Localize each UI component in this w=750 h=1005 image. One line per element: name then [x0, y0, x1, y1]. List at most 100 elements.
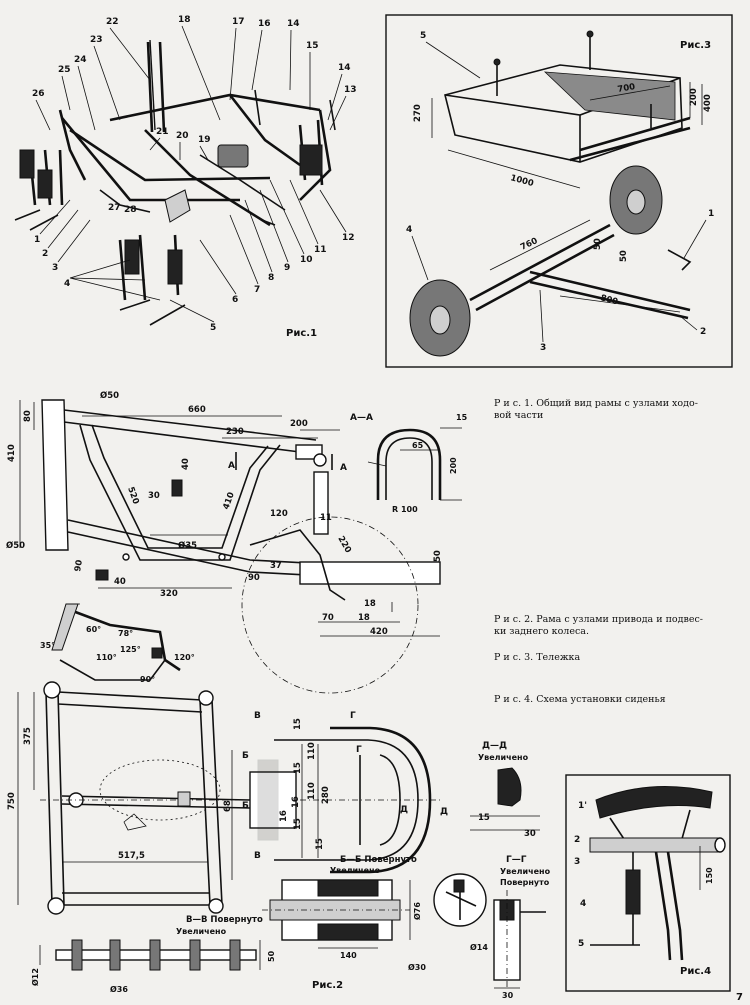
fig2-dim: 410: [221, 491, 236, 511]
section-aa-title: А—А: [350, 413, 373, 423]
plan-dim: 15: [315, 838, 325, 850]
fig2-frame-elevation: Ø50 660 200 230 80 410 40 30 520 410 Ø50…: [6, 390, 443, 694]
cut-mark-d: Д: [440, 807, 448, 817]
angle-label: 78°: [118, 629, 133, 638]
section-aa-dim: 65: [412, 441, 424, 450]
fig1-callout: 7: [254, 285, 260, 295]
fig2-dim: 18: [364, 599, 376, 609]
fig2-dim: 320: [160, 589, 178, 599]
fig1-callout: 2: [42, 249, 48, 259]
section-gg-dim: 30: [502, 991, 514, 1000]
fig2-dim: 520: [125, 486, 140, 506]
section-gg-sub2: Повернуто: [500, 878, 550, 887]
fig2-dim: 40: [181, 458, 191, 470]
fig3-dim: 50: [593, 238, 603, 250]
fig1-callout: 25: [58, 65, 71, 75]
section-bb-dim: 140: [340, 951, 357, 960]
fig1-label: Рис.1: [286, 328, 317, 339]
fig4-callout: 4: [580, 899, 586, 909]
fig1-callout: 28: [124, 205, 137, 215]
section-aa-dim: 200: [449, 457, 458, 474]
fig1-callout: 10: [300, 255, 313, 265]
fig1-callout: 8: [268, 273, 274, 283]
fig2-seat-angle-detail: 35° 60° 78° 110° 125° 120° 90°: [40, 603, 195, 684]
fig2-dim: 660: [188, 405, 206, 415]
fig2-dim: 50: [433, 550, 443, 562]
angle-label: 125°: [120, 645, 141, 654]
fig1-callout: 22: [106, 17, 119, 27]
caption-fig2-line1: Р и с. 2. Рама с узлами привода и подвес…: [494, 614, 703, 625]
plan-dim: 280: [321, 786, 331, 804]
cut-mark-v: В: [254, 711, 261, 721]
fig1-callout: 12: [342, 233, 355, 243]
fig2-label: Рис.2: [312, 980, 343, 991]
fig2-dim: 220: [335, 535, 353, 555]
cut-mark-v: В: [254, 851, 261, 861]
fig2-dim: Ø50: [100, 390, 119, 401]
fig1-callout: 6: [232, 295, 238, 305]
fig2-dim: 120: [270, 509, 288, 519]
plan-dim: 15: [293, 718, 303, 730]
section-vv-dim: Ø12: [30, 968, 40, 986]
section-bb-dim: Ø76: [412, 902, 422, 920]
fig2-dim: 410: [7, 444, 17, 462]
plan-dim: 30: [524, 829, 536, 839]
fig3-dim: 50: [619, 250, 629, 262]
section-aa-dim: R 100: [392, 505, 418, 514]
fig1-callout: 17: [232, 17, 245, 27]
fig3-trailer: Рис.3 270 700 200 400 1000 760 800 50 50: [385, 14, 733, 368]
fig4-callout: 2: [574, 835, 580, 845]
fig2-dim: 11: [320, 513, 332, 523]
section-gg-dim: Ø14: [470, 942, 488, 952]
fig3-dim: 1000: [509, 173, 535, 189]
plan-dim: 517,5: [118, 851, 145, 861]
angle-label: 90°: [140, 675, 155, 684]
fig1-callout: 18: [178, 15, 191, 25]
section-gg-sub: Увеличено: [500, 867, 551, 876]
fig2-section-vv: В—В Повернуто Увеличено 50 Ø36 Ø12: [30, 915, 276, 994]
plan-dim: 15: [293, 818, 303, 830]
fig2-cut-mark: А: [228, 461, 235, 471]
fig2-dim: 30: [148, 491, 160, 501]
caption-fig1: Р и с. 1. Общий вид рамы с узлами ходо- …: [494, 398, 744, 422]
fig1-callout: 14: [287, 19, 300, 29]
fig4-callout: 1': [578, 801, 587, 811]
fig1-frame-perspective: 1 2 3 4 5 6 7 8 9 10 11 12 13 14 14 15 1…: [14, 15, 357, 339]
plan-dim: 15: [478, 813, 490, 823]
fig1-callout: 23: [90, 35, 103, 45]
fig1-callout: 5: [210, 323, 216, 333]
fig3-dim: 800: [599, 293, 619, 307]
fig2-dim: 200: [290, 419, 308, 429]
fig1-callout: 19: [198, 135, 211, 145]
section-vv-title: В—В Повернуто: [186, 915, 263, 925]
caption-fig3: Р и с. 3. Тележка: [494, 652, 581, 663]
fig1-callout: 16: [258, 19, 271, 29]
fig3-callout: 5: [420, 31, 426, 41]
fig2-dim: 80: [23, 410, 33, 422]
fig1-callout: 20: [176, 131, 189, 141]
page-number: 7: [736, 992, 743, 1003]
fig1-callout: 27: [108, 203, 121, 213]
fig1-callout: 11: [314, 245, 327, 255]
fig2-dim: 70: [322, 613, 334, 623]
cut-mark-b: Б: [242, 801, 249, 811]
plan-dim: 110: [307, 782, 317, 800]
section-vv-sub: Увеличено: [176, 927, 227, 936]
fig3-callout: 3: [540, 343, 546, 353]
fig2-dim: Ø35: [178, 540, 197, 551]
section-dd-sub: Увеличено: [478, 753, 529, 762]
fig4-label: Рис.4: [680, 966, 711, 977]
caption-fig2: Р и с. 2. Рама с узлами привода и подвес…: [494, 614, 744, 638]
fig3-dim: 270: [413, 104, 423, 122]
fig1-callout: 13: [344, 85, 357, 95]
plan-dim: 15: [293, 762, 303, 774]
caption-fig2-line2: ки заднего колеса.: [494, 626, 589, 637]
caption-fig1-line1: Р и с. 1. Общий вид рамы с узлами ходо-: [494, 398, 698, 409]
fig4-seat-mount: 1' 2 3 4 5 150 Рис.4: [565, 774, 731, 992]
fig2-dim: 420: [370, 627, 388, 637]
section-gg-title: Г—Г: [506, 855, 527, 865]
fig2-dim: 90: [248, 573, 260, 583]
fig2-dim: 230: [226, 427, 244, 437]
fig3-dim: 400: [703, 94, 713, 112]
